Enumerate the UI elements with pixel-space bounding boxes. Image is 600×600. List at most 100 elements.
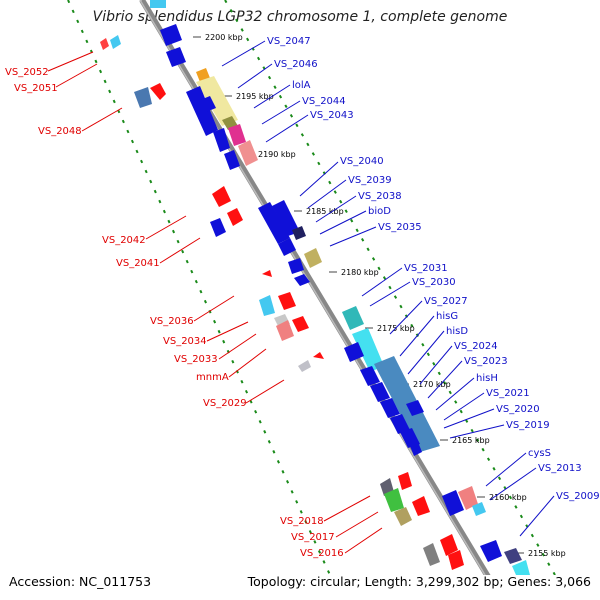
gene-VS_2029b[interactable] xyxy=(313,352,324,359)
gene-VS_2044b[interactable] xyxy=(228,124,246,146)
reverse-strand-genes xyxy=(100,35,478,570)
gene-label-forward[interactable]: VS_2009 xyxy=(556,491,600,502)
gene-VS_2018b[interactable] xyxy=(398,472,412,490)
gene-VS_2038[interactable] xyxy=(292,226,306,240)
gene-label-reverse[interactable]: VS_2041 xyxy=(116,258,160,269)
gene-label-forward[interactable]: VS_2040 xyxy=(340,156,384,167)
gene-label-forward[interactable]: VS_2046 xyxy=(274,59,318,70)
gene-VS_2043c[interactable] xyxy=(224,150,240,170)
gene-label-forward[interactable]: VS_2035 xyxy=(378,222,422,233)
gene-label-forward[interactable]: VS_2039 xyxy=(348,175,392,186)
gene-VS_2030[interactable] xyxy=(352,328,384,372)
gene-VS_2033[interactable] xyxy=(276,320,294,341)
gene-label-reverse[interactable]: VS_2033 xyxy=(174,354,218,365)
gene-VS_2019[interactable] xyxy=(406,400,424,416)
gene-VS_2040[interactable] xyxy=(258,202,290,244)
gene-VS_2036[interactable] xyxy=(259,295,275,316)
tick-label: 2155 kbp xyxy=(528,549,566,558)
gene-VS_2029[interactable] xyxy=(298,360,311,372)
gene-VS_2046[interactable] xyxy=(166,47,186,67)
gene-hisD[interactable] xyxy=(360,366,380,386)
gene-VS_2016b[interactable] xyxy=(412,496,430,516)
gene-VS_2035[interactable] xyxy=(304,248,322,268)
gene-label-forward[interactable]: VS_2019 xyxy=(506,420,550,431)
gene-label-forward[interactable]: VS_2024 xyxy=(454,341,498,352)
gene-VS_2047[interactable] xyxy=(160,24,182,46)
forward-label-leaders xyxy=(221,40,555,537)
gene-label-forward[interactable]: VS_2030 xyxy=(412,277,456,288)
gene-VS_2042[interactable] xyxy=(212,186,231,207)
gene-small-red[interactable] xyxy=(262,270,272,277)
gene-label-reverse[interactable]: VS_2036 xyxy=(150,316,194,327)
gene-label-reverse[interactable]: VS_2017 xyxy=(291,532,335,543)
gene-VS_2048[interactable] xyxy=(134,87,152,108)
gene-red-low1[interactable] xyxy=(440,534,458,556)
gene-VS_2043b[interactable] xyxy=(238,140,258,166)
gene-label-reverse[interactable]: VS_2048 xyxy=(38,126,82,137)
gene-hisH[interactable] xyxy=(390,414,410,434)
gene-label-forward[interactable]: lolA xyxy=(292,80,311,91)
gene-label-forward[interactable]: hisH xyxy=(476,373,498,384)
gene-pink-right[interactable] xyxy=(458,486,478,510)
gene-grey-low[interactable] xyxy=(423,543,440,566)
gene-label-forward[interactable]: VS_2038 xyxy=(358,191,402,202)
gene-lolA-2[interactable] xyxy=(186,86,218,136)
gene-label-forward[interactable]: cysS xyxy=(528,448,551,459)
gene-label-reverse[interactable]: VS_2034 xyxy=(163,336,207,347)
gene-VS_2016[interactable] xyxy=(394,507,412,526)
gene-label-forward[interactable]: hisG xyxy=(436,311,458,322)
gene-label-forward[interactable]: bioD xyxy=(368,206,391,217)
gene-label-reverse[interactable]: VS_2051 xyxy=(14,83,58,94)
gene-label-forward[interactable]: VS_2023 xyxy=(464,356,508,367)
gene-VS_2017[interactable] xyxy=(384,488,404,512)
gene-VS_2051[interactable] xyxy=(110,35,121,49)
gene-label-reverse[interactable]: mnmA xyxy=(196,372,229,383)
gene-VS_2020[interactable] xyxy=(410,442,422,456)
gene-label-forward[interactable]: VS_2020 xyxy=(496,404,540,415)
gene-VS_2013[interactable] xyxy=(472,502,486,516)
gene-label-reverse[interactable]: VS_2042 xyxy=(102,235,146,246)
gene-VS_2023[interactable] xyxy=(380,398,400,418)
gene-VS_2024[interactable] xyxy=(370,382,390,402)
gene-label-forward[interactable]: VS_2021 xyxy=(486,388,530,399)
gene-label-forward[interactable]: hisD xyxy=(446,326,468,337)
gene-label-forward[interactable]: VS_2013 xyxy=(538,463,582,474)
gene-bottom-cyan[interactable] xyxy=(512,560,530,575)
gene-label-reverse[interactable]: VS_2029 xyxy=(203,398,247,409)
tick-label: 2195 kbp xyxy=(236,92,274,101)
gene-VS_2021[interactable] xyxy=(400,428,420,448)
gene-lolA[interactable] xyxy=(196,76,238,126)
gene-VS_2036b[interactable] xyxy=(278,292,296,310)
gene-mid-blue2[interactable] xyxy=(200,96,216,112)
gene-label-forward[interactable]: VS_2031 xyxy=(404,263,448,274)
gene-VS_2041[interactable] xyxy=(227,208,243,226)
accession-text: Accession: NC_011753 xyxy=(9,574,152,589)
gene-label-forward[interactable]: VS_2047 xyxy=(267,36,311,47)
map-title: Vibrio splendidus LGP32 chromosome 1, co… xyxy=(92,9,508,25)
gene-VS_2039[interactable] xyxy=(272,200,300,236)
gene-bioD[interactable] xyxy=(278,238,296,256)
gene-label-reverse[interactable]: VS_2016 xyxy=(300,548,344,559)
gene-VS_2031[interactable] xyxy=(342,306,364,330)
tick-label: 2160 kbp xyxy=(489,493,527,502)
gene-VS_2043[interactable] xyxy=(213,128,230,152)
gene-bioD-2[interactable] xyxy=(288,258,304,274)
gene-label-forward[interactable]: VS_2027 xyxy=(424,296,468,307)
gene-VS_2009b[interactable] xyxy=(504,548,522,564)
gene-VS_2027[interactable] xyxy=(344,342,364,362)
gene-label-forward[interactable]: VS_2043 xyxy=(310,110,354,121)
gene-VS_2009[interactable] xyxy=(480,540,502,562)
gene-VS_2048b[interactable] xyxy=(150,83,166,100)
tick-label: 2180 kbp xyxy=(341,268,379,277)
gene-label-reverse[interactable]: VS_2052 xyxy=(5,67,49,78)
gene-top-cyan[interactable] xyxy=(150,0,166,8)
gene-mid-blue[interactable] xyxy=(294,274,310,286)
gene-label-forward[interactable]: VS_2044 xyxy=(302,96,346,107)
gene-cysS[interactable] xyxy=(442,490,464,516)
gene-VS_2041b[interactable] xyxy=(210,218,226,237)
gene-label-reverse[interactable]: VS_2018 xyxy=(280,516,324,527)
gene-red-low2[interactable] xyxy=(448,550,464,570)
gene-VS_2052[interactable] xyxy=(100,38,109,50)
gene-mnmA[interactable] xyxy=(292,316,309,332)
